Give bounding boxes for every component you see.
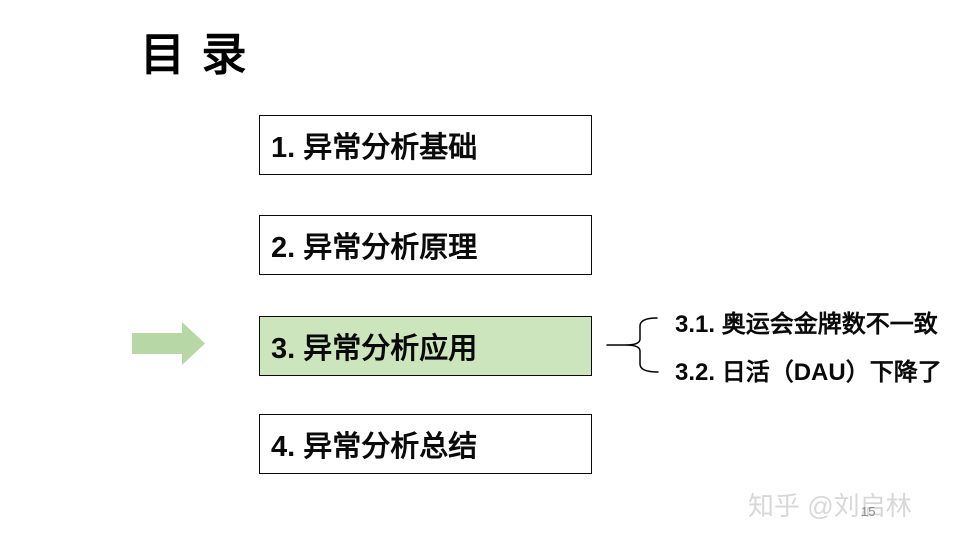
watermark-text: 知乎 @刘启林 <box>748 491 912 521</box>
toc-item-1-basics: 1. 异常分析基础 <box>259 115 592 175</box>
toc-item-label: 3. 异常分析应用 <box>271 333 478 365</box>
sub-item-3-1: 3.1. 奥运会金牌数不一致 <box>675 311 938 338</box>
toc-item-label: 2. 异常分析原理 <box>271 232 478 264</box>
page-title: 目 录 <box>140 29 249 80</box>
toc-item-2-principles: 2. 异常分析原理 <box>259 215 592 275</box>
toc-item-label: 4. 异常分析总结 <box>271 431 478 463</box>
curly-brace-branch-icon <box>606 317 659 373</box>
right-arrow-icon <box>132 322 205 365</box>
toc-item-3-applications-highlighted: 3. 异常分析应用 <box>259 316 592 376</box>
sub-item-3-2: 3.2. 日活（DAU）下降了 <box>675 359 942 386</box>
page-number: 15 <box>861 504 876 519</box>
toc-item-label: 1. 异常分析基础 <box>271 132 478 164</box>
toc-item-4-summary: 4. 异常分析总结 <box>259 414 592 474</box>
